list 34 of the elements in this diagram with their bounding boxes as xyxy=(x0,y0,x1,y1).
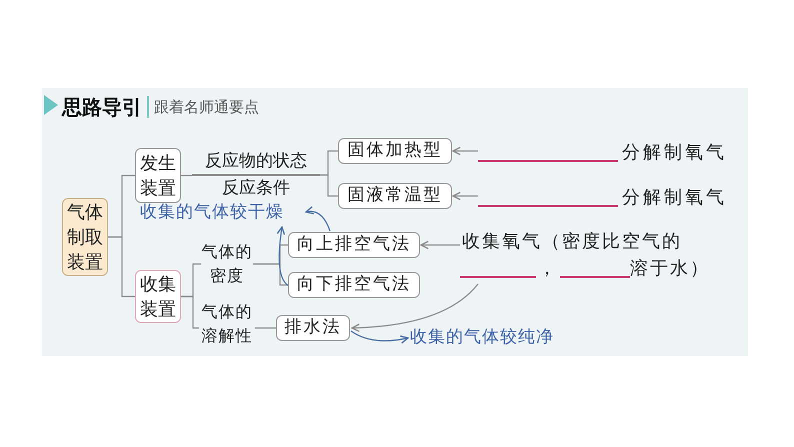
result-text: 收集的气体较纯净 xyxy=(410,325,580,351)
connector-line xyxy=(181,296,199,329)
heading-text: 思路导引 xyxy=(62,94,142,121)
arrow xyxy=(305,206,331,232)
method-box: 向下排空气法 xyxy=(288,272,420,298)
property-text: 气体的密度 xyxy=(201,240,253,288)
connector-line xyxy=(255,327,276,329)
hint-text: 分解制氧气 xyxy=(622,186,727,210)
arrow xyxy=(452,146,478,156)
subheading-text: 跟着名师通要点 xyxy=(154,96,259,118)
category-box: 收集装置 xyxy=(135,270,181,323)
arrow xyxy=(452,192,478,200)
method-box: 向上排空气法 xyxy=(288,232,420,258)
category-box: 发生装置 xyxy=(135,148,181,203)
method-box: 固体加热型 xyxy=(338,138,452,164)
arrow xyxy=(420,240,460,250)
connector-line xyxy=(108,236,135,298)
method-box: 排水法 xyxy=(276,315,350,341)
connector-line xyxy=(320,174,338,197)
arrow xyxy=(276,226,290,286)
comma-text: ， xyxy=(538,257,558,281)
connector-line xyxy=(181,174,192,176)
property-text: 气体的溶解性 xyxy=(199,300,255,356)
connector-line xyxy=(253,263,288,286)
hint-text: 溶于水） xyxy=(630,257,710,281)
condition-text: 反应物的状态 xyxy=(205,150,307,173)
hint-text: 收集氧气（密度比空气的 xyxy=(462,231,682,252)
arrow xyxy=(351,284,478,332)
topic-box: 气体制取装置 xyxy=(62,198,108,276)
method-box: 固液常温型 xyxy=(338,183,452,209)
condition-text: 反应条件 xyxy=(222,177,290,200)
hint-text: 分解制氧气 xyxy=(622,141,727,165)
arrow xyxy=(350,330,409,344)
result-text: 收集的气体较干燥 xyxy=(140,202,304,224)
